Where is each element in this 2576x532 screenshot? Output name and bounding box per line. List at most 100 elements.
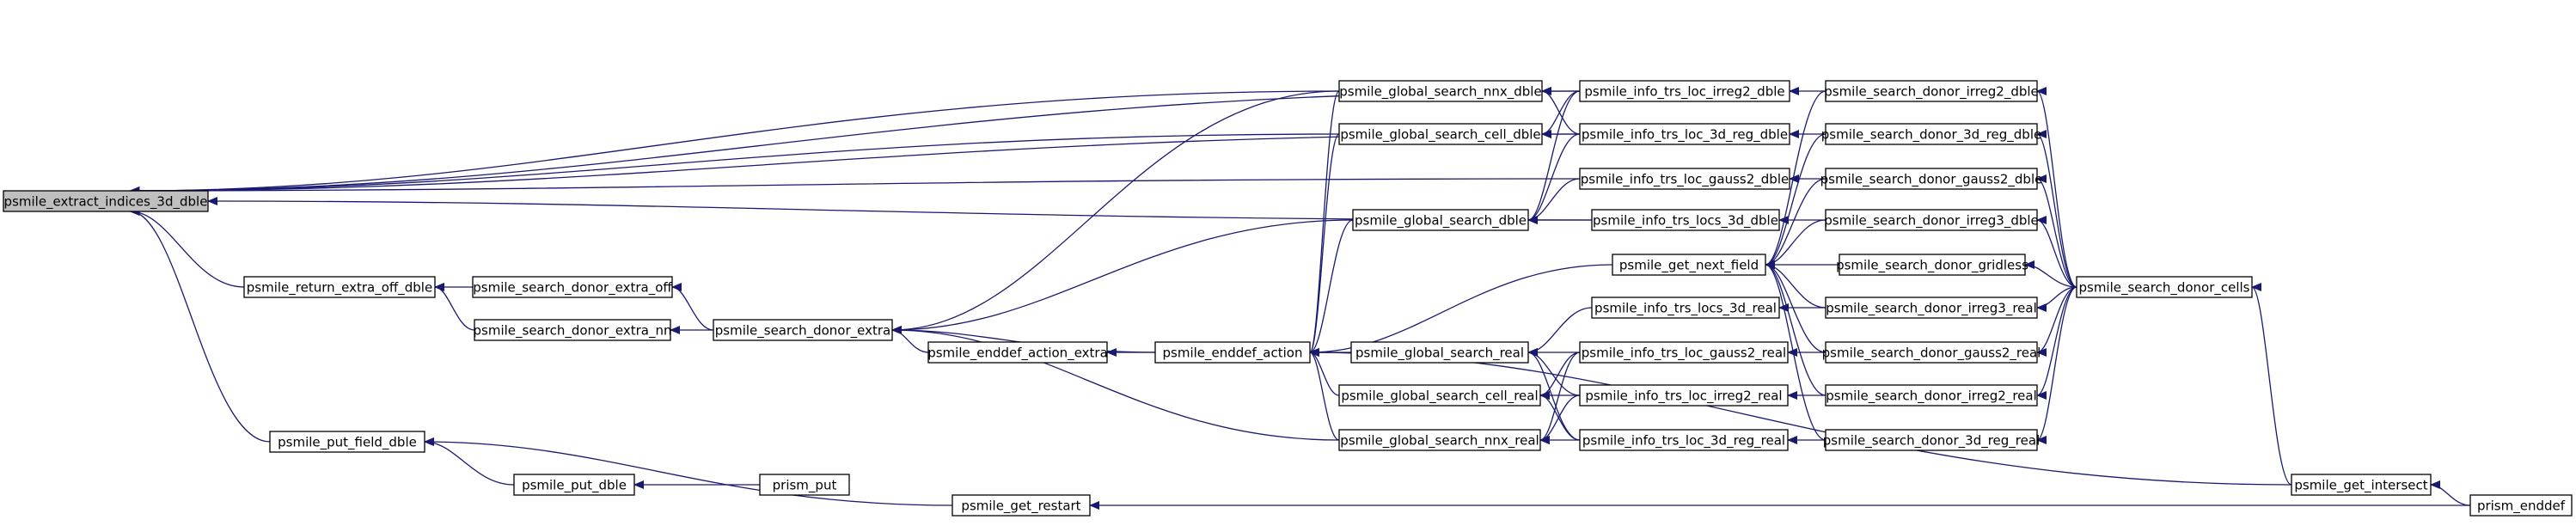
node-box-sd3dregr[interactable] — [1825, 429, 2038, 451]
node-gsr[interactable]: psmile_global_search_real — [1350, 341, 1529, 364]
node-label-putfield: psmile_put_field_dble — [278, 435, 417, 451]
node-sdirr2d[interactable]: psmile_search_donor_irreg2_dble — [1824, 80, 2039, 102]
node-box-gsnnxr[interactable] — [1338, 429, 1541, 451]
node-itlocs3dd[interactable]: psmile_info_trs_locs_3d_dble — [1591, 209, 1780, 231]
node-box-gsd[interactable] — [1352, 209, 1529, 231]
node-box-sdirr2d[interactable] — [1825, 80, 2038, 102]
node-sdextrann[interactable]: psmile_search_donor_extra_nn — [474, 319, 672, 341]
edge-gsd-to-enddefaction — [1309, 219, 1354, 357]
node-box-putdble[interactable] — [513, 474, 635, 496]
node-box-prismput[interactable] — [759, 474, 850, 496]
node-itirr2d[interactable]: psmile_info_trs_loc_irreg2_dble — [1579, 80, 1790, 102]
node-box-itirr2d[interactable] — [1579, 80, 1790, 102]
node-box-gscelld[interactable] — [1338, 123, 1543, 145]
node-box-enddefaction[interactable] — [1154, 341, 1311, 364]
node-box-sdgridless[interactable] — [1839, 254, 2026, 276]
node-label-gsnnxr: psmile_global_search_nnx_real — [1340, 433, 1539, 449]
node-box-sdirr2r[interactable] — [1825, 384, 2038, 407]
edge-putdble-to-putfield — [424, 437, 515, 486]
node-getnext[interactable]: psmile_get_next_field — [1612, 254, 1766, 276]
edge-gsnnxd-to-extract3d — [129, 90, 1340, 195]
node-box-gsr[interactable] — [1350, 341, 1529, 364]
node-retextra[interactable]: psmile_return_extra_off_dble — [243, 276, 436, 298]
node-sd3dregd[interactable]: psmile_search_donor_3d_reg_dble — [1821, 123, 2041, 145]
edge-gsnnxd-to-sdextra — [891, 90, 1340, 334]
node-sdgauss2d[interactable]: psmile_search_donor_gauss2_dble — [1820, 168, 2043, 190]
node-getintersect[interactable]: psmile_get_intersect — [2291, 474, 2432, 496]
node-sdgauss2r[interactable]: psmile_search_donor_gauss2_real — [1822, 341, 2041, 364]
node-it3dregr[interactable]: psmile_info_trs_loc_3d_reg_real — [1579, 429, 1789, 451]
node-box-retextra[interactable] — [243, 276, 436, 298]
node-box-itgauss2r[interactable] — [1579, 341, 1789, 364]
node-label-sdcells: psmile_search_donor_cells — [2078, 280, 2249, 297]
node-box-sdcells[interactable] — [2076, 276, 2253, 298]
node-sdirr3r[interactable]: psmile_search_donor_irreg3_real — [1825, 297, 2038, 319]
edge-getnext-to-enddefaction — [1309, 264, 1613, 357]
node-itlocs3dr[interactable]: psmile_info_trs_locs_3d_real — [1591, 297, 1780, 319]
node-prismput[interactable]: prism_put — [759, 474, 850, 496]
node-box-sdextraoff[interactable] — [472, 276, 673, 298]
node-box-itirr2r[interactable] — [1579, 384, 1789, 407]
node-getrestart[interactable]: psmile_get_restart — [951, 494, 1091, 517]
node-box-sdextra[interactable] — [713, 319, 893, 341]
node-gsd[interactable]: psmile_global_search_dble — [1352, 209, 1529, 231]
node-box-itlocs3dr[interactable] — [1591, 297, 1780, 319]
node-gscelld[interactable]: psmile_global_search_cell_dble — [1338, 123, 1543, 145]
node-sdirr3d[interactable]: psmile_search_donor_irreg3_dble — [1824, 209, 2039, 231]
node-itgauss2d[interactable]: psmile_info_trs_loc_gauss2_dble — [1579, 168, 1790, 190]
node-itirr2r[interactable]: psmile_info_trs_loc_irreg2_real — [1579, 384, 1789, 407]
edge-enddefextra-to-sdextra — [891, 326, 929, 353]
node-extract3d[interactable]: psmile_extract_indices_3d_dble — [3, 190, 209, 212]
node-gsnnxd[interactable]: psmile_global_search_nnx_dble — [1338, 80, 1543, 102]
node-box-sdgauss2r[interactable] — [1825, 341, 2038, 364]
node-box-getrestart[interactable] — [951, 494, 1091, 517]
node-label-sdgauss2r: psmile_search_donor_gauss2_real — [1822, 345, 2041, 362]
node-label-itlocs3dr: psmile_info_trs_locs_3d_real — [1594, 301, 1777, 317]
node-label-itirr2d: psmile_info_trs_loc_irreg2_dble — [1584, 84, 1784, 101]
node-it3dregd[interactable]: psmile_info_trs_loc_3d_reg_dble — [1579, 123, 1790, 145]
node-putdble[interactable]: psmile_put_dble — [513, 474, 635, 496]
node-box-it3dregr[interactable] — [1579, 429, 1789, 451]
node-label-itirr2r: psmile_info_trs_loc_irreg2_real — [1585, 388, 1782, 405]
node-box-sdextrann[interactable] — [474, 319, 671, 341]
node-box-sdgauss2d[interactable] — [1825, 168, 2038, 190]
node-label-retextra: psmile_return_extra_off_dble — [247, 280, 432, 297]
node-box-sdirr3r[interactable] — [1825, 297, 2038, 319]
node-box-getintersect[interactable] — [2291, 474, 2432, 496]
node-box-sd3dregd[interactable] — [1825, 123, 2038, 145]
node-prismenddef[interactable]: prism_enddef — [2469, 494, 2573, 517]
edge-sd3dregr-to-getnext — [1765, 260, 1826, 441]
edge-itirr2d-to-gsd — [1527, 90, 1581, 224]
node-gsnnxr[interactable]: psmile_global_search_nnx_real — [1338, 429, 1541, 451]
edge-itgauss2d-to-extract3d — [129, 178, 1581, 195]
node-gscellr[interactable]: psmile_global_search_cell_real — [1338, 384, 1541, 407]
edge-it3dregd-to-gsnnxd — [1541, 87, 1581, 135]
edge-sdcells-to-sdirr3d — [2036, 216, 2077, 288]
node-sd3dregr[interactable]: psmile_search_donor_3d_reg_real — [1823, 429, 2040, 451]
node-box-getnext[interactable] — [1612, 254, 1766, 276]
node-label-sdextra: psmile_search_donor_extra — [715, 323, 890, 339]
node-box-gscellr[interactable] — [1338, 384, 1541, 407]
node-box-putfield[interactable] — [269, 431, 425, 453]
node-sdirr2r[interactable]: psmile_search_donor_irreg2_real — [1825, 384, 2038, 407]
node-enddefextra[interactable]: psmile_enddef_action_extra — [927, 341, 1108, 364]
node-enddefaction[interactable]: psmile_enddef_action — [1154, 341, 1311, 364]
node-itgauss2r[interactable]: psmile_info_trs_loc_gauss2_real — [1579, 341, 1789, 364]
node-box-itlocs3dd[interactable] — [1591, 209, 1780, 231]
node-box-sdirr3d[interactable] — [1825, 209, 2038, 231]
node-box-prismenddef[interactable] — [2469, 494, 2573, 517]
node-sdgridless[interactable]: psmile_search_donor_gridless — [1836, 254, 2028, 276]
node-putfield[interactable]: psmile_put_field_dble — [269, 431, 425, 453]
node-sdextraoff[interactable]: psmile_search_donor_extra_off — [472, 276, 673, 298]
node-box-extract3d[interactable] — [3, 190, 209, 212]
node-box-itgauss2d[interactable] — [1579, 168, 1790, 190]
node-box-it3dregd[interactable] — [1579, 123, 1790, 145]
edge-sdcells-to-sdgauss2r — [2036, 286, 2077, 357]
node-box-gsnnxd[interactable] — [1338, 80, 1543, 102]
node-box-enddefextra[interactable] — [927, 341, 1108, 364]
node-sdextra[interactable]: psmile_search_donor_extra — [713, 319, 893, 341]
node-label-gsd: psmile_global_search_dble — [1355, 213, 1527, 229]
node-label-sdextraoff: psmile_search_donor_extra_off — [473, 280, 672, 297]
node-label-itlocs3dd: psmile_info_trs_locs_3d_dble — [1593, 213, 1778, 229]
node-sdcells[interactable]: psmile_search_donor_cells — [2076, 276, 2253, 298]
